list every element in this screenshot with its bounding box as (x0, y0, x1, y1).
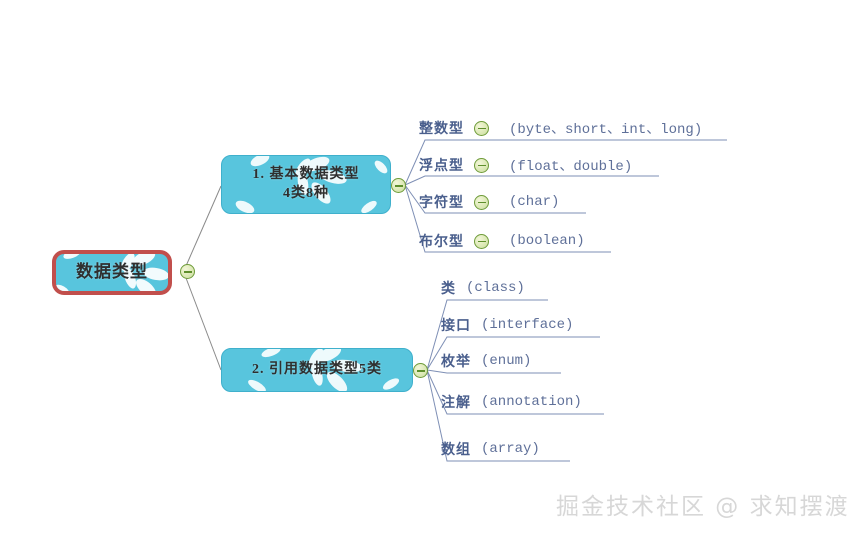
leaf-collapse-button[interactable] (474, 157, 489, 173)
leaf-label-en: (interface) (481, 317, 574, 333)
mindmap-node-reference-types[interactable]: 2. 引用数据类型5类 (221, 348, 413, 392)
root-collapse-button[interactable] (180, 264, 195, 279)
leaf-label-en: (enum) (481, 353, 532, 369)
mindmap-root-node[interactable]: 数据类型 (52, 250, 172, 295)
basic-types-collapse-button[interactable] (391, 178, 406, 193)
leaf-collapse-button[interactable] (474, 120, 489, 136)
leaf-label-cn: 布尔型 (419, 235, 464, 250)
leaf-label-en: (class) (466, 280, 525, 296)
leaf-label-cn: 枚举 (441, 355, 471, 370)
reference-types-collapse-button[interactable] (413, 363, 428, 378)
leaf-annotation[interactable]: 注解 (annotation) (441, 392, 582, 412)
leaf-label-en: (byte、short、int、long) (509, 122, 703, 138)
leaf-label-cn: 浮点型 (419, 159, 464, 174)
leaf-label-en: (float、double) (509, 159, 633, 175)
leaf-label-en: (array) (481, 441, 540, 457)
node-reference-types-label: 2. 引用数据类型5类 (252, 361, 382, 377)
watermark-text: 掘金技术社区 @ 求知摆渡 (556, 494, 850, 520)
leaf-collapse-button[interactable] (474, 194, 489, 210)
leaf-char-type[interactable]: 字符型 (char) (419, 192, 559, 212)
leaf-label-en: (boolean) (509, 233, 585, 249)
leaf-array[interactable]: 数组 (array) (441, 439, 540, 459)
label-line-2: 4类8种 (283, 185, 329, 201)
leaf-collapse-button[interactable] (474, 233, 489, 249)
leaf-enum[interactable]: 枚举 (enum) (441, 351, 531, 371)
leaf-class[interactable]: 类 (class) (441, 278, 525, 298)
mindmap-node-basic-types[interactable]: 1. 基本数据类型 4类8种 (221, 155, 391, 214)
label-line-1: 1. 基本数据类型 (252, 166, 360, 182)
leaf-integer-type[interactable]: 整数型 (byte、short、int、long) (419, 118, 702, 138)
leaf-float-type[interactable]: 浮点型 (float、double) (419, 155, 632, 175)
leaf-label-cn: 接口 (441, 319, 471, 334)
leaf-label-en: (annotation) (481, 394, 582, 410)
root-node-label: 数据类型 (76, 262, 148, 282)
leaf-label-cn: 数组 (441, 443, 471, 458)
leaf-label-cn: 字符型 (419, 196, 464, 211)
leaf-label-cn: 类 (441, 282, 456, 297)
leaf-interface[interactable]: 接口 (interface) (441, 315, 573, 335)
leaf-boolean-type[interactable]: 布尔型 (boolean) (419, 231, 585, 251)
leaf-label-cn: 注解 (441, 396, 471, 411)
leaf-label-en: (char) (509, 194, 560, 210)
node-basic-types-label: 1. 基本数据类型 4类8种 (253, 166, 360, 204)
leaf-label-cn: 整数型 (419, 122, 464, 137)
